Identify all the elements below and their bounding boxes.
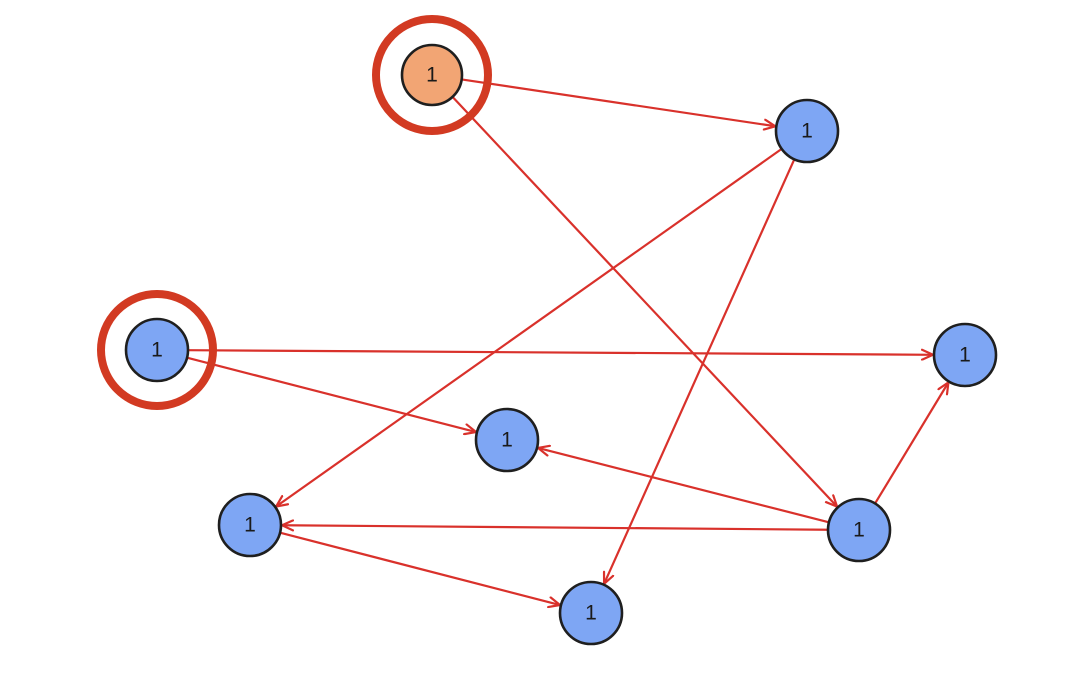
node-label: 1 [426, 64, 438, 87]
node-label: 1 [959, 344, 971, 367]
edge-left-to-center [186, 356, 476, 432]
node-circle [400, 43, 464, 107]
edge-upper-right-to-bottom [604, 158, 796, 584]
graph-node-lower-left: 1 [217, 492, 283, 558]
highlight-ring-top [372, 15, 492, 135]
graph-node-lower-right: 1 [826, 497, 892, 563]
node-circle [217, 492, 283, 558]
node-circle [826, 497, 892, 563]
node-label: 1 [151, 339, 163, 362]
edge-lower-right-to-far-right [874, 382, 948, 505]
node-label: 1 [501, 429, 513, 452]
node-circle [474, 407, 540, 473]
edge-top-to-lower-right [451, 96, 838, 507]
node-label: 1 [244, 514, 256, 537]
edge-lower-right-to-lower-left [282, 525, 829, 529]
edge-lower-left-to-bottom [279, 531, 560, 605]
graph-node-far-right: 1 [932, 322, 998, 388]
edge-top-to-upper-right [461, 78, 776, 126]
edges-layer [186, 78, 948, 605]
node-circle [774, 98, 840, 164]
graph-node-bottom: 1 [558, 580, 624, 646]
edge-upper-right-to-lower-left [276, 148, 783, 507]
graph-node-upper-right: 1 [774, 98, 840, 164]
highlight-rings-layer [97, 15, 492, 410]
graph-node-center: 1 [474, 407, 540, 473]
node-circle [932, 322, 998, 388]
node-circle [124, 317, 190, 383]
edge-left-to-far-right [187, 350, 933, 355]
edge-lower-right-to-center [538, 448, 830, 524]
graph-node-left: 1 [124, 317, 190, 383]
node-label: 1 [801, 120, 813, 143]
nodes-layer: 1 1 1 1 1 1 1 1 [124, 43, 998, 646]
highlight-ring-left [97, 290, 217, 410]
node-circle [558, 580, 624, 646]
node-label: 1 [585, 602, 597, 625]
graph-node-top: 1 [400, 43, 464, 107]
node-label: 1 [853, 519, 865, 542]
